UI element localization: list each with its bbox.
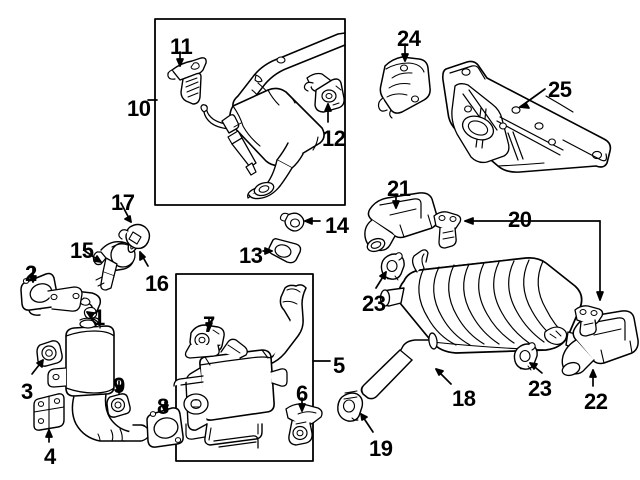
callout-heat-shield-bracket: 4 <box>44 444 56 469</box>
callout-top-inset-assembly: 10 <box>127 96 151 121</box>
bracket-7 <box>184 324 225 359</box>
bracket-20-right <box>574 305 604 337</box>
callout-front-heat-shield: 24 <box>397 26 421 51</box>
callout-catalytic-converter-sensor-boss: 1 <box>93 305 105 330</box>
callout-rear-hanger-bracket: 12 <box>322 126 346 151</box>
callout-exhaust-pipe-gasket: 13 <box>239 243 263 268</box>
callout-converter-gasket: 8 <box>157 394 169 419</box>
top-inset-contents <box>167 32 346 200</box>
callout-muffler-hanger-bracket: 6 <box>296 381 308 406</box>
bracket-11 <box>167 57 207 105</box>
bracket-6 <box>285 403 323 446</box>
gasket-8 <box>146 407 184 448</box>
callout-front-hanger-bracket: 11 <box>170 34 193 59</box>
callout-sensor-seal-ring: 16 <box>145 271 169 296</box>
bracket-12 <box>303 72 345 113</box>
heat-shield-24 <box>377 56 431 119</box>
callout-exhaust-nut: 14 <box>325 213 349 238</box>
lower-inset-contents <box>173 284 323 449</box>
callout-exhaust-insulator: 23 <box>362 291 386 316</box>
heat-shield-25 <box>442 60 612 173</box>
nut-14 <box>279 212 305 232</box>
callout-exhaust-insulator: 19 <box>369 436 393 461</box>
nut-9 <box>106 393 131 418</box>
callout-exhaust-insulator: 23 <box>528 376 552 401</box>
callout-main-heat-shield: 25 <box>548 77 572 102</box>
callout-oxygen-sensor: 17 <box>111 190 135 215</box>
sensor-in-panel <box>221 114 257 176</box>
gasket-2 <box>20 272 83 312</box>
callout-oxygen-sensor: 15 <box>70 238 94 263</box>
callout-left-exhaust-tip: 21 <box>387 176 411 201</box>
callout-exhaust-manifold-gasket: 2 <box>25 261 37 286</box>
callout-exhaust-nut: 3 <box>21 379 33 404</box>
callout-insulator-bracket: 7 <box>203 312 215 337</box>
gasket-13 <box>268 237 302 264</box>
bracket-20-left <box>433 211 462 249</box>
oxygen-sensor-17-part <box>118 223 151 250</box>
insulator-19 <box>337 390 364 422</box>
leader-lines <box>29 43 604 443</box>
bracket-4 <box>33 393 65 431</box>
callout-right-exhaust-tip: 22 <box>584 389 608 414</box>
callout-exhaust-nut: 9 <box>113 373 125 398</box>
callout-lower-inset-assembly: 5 <box>333 353 345 378</box>
callout-center-exhaust-pipe: 18 <box>452 386 476 411</box>
exhaust-tip-21 <box>364 192 439 253</box>
callout-muffler-mounting-bracket: 20 <box>508 207 532 232</box>
rear-muffler-assembly <box>360 249 591 400</box>
